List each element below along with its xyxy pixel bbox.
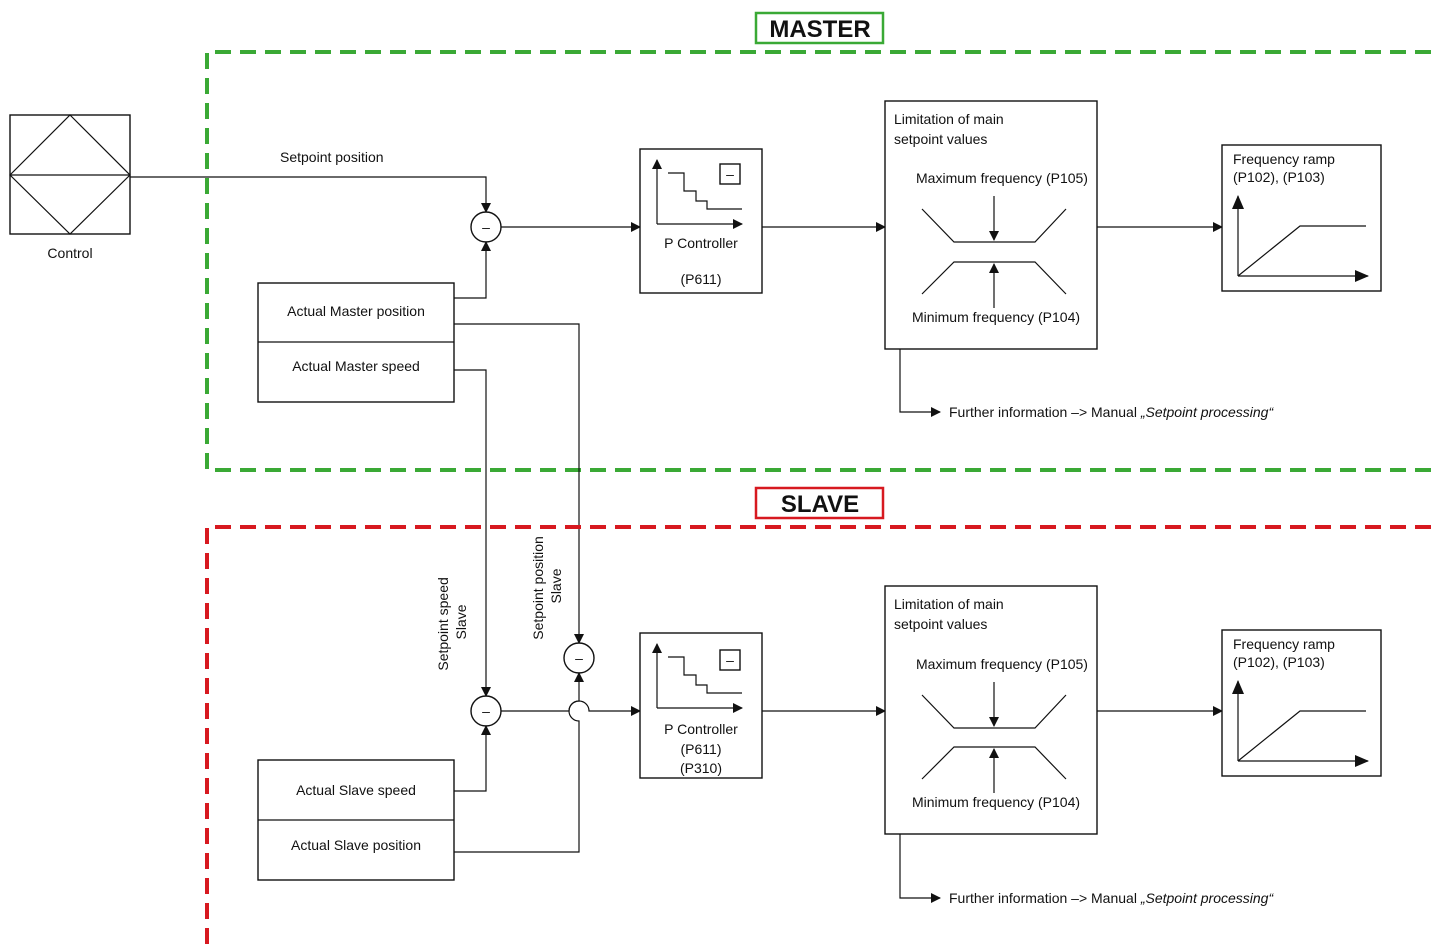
master-dashed-frame <box>205 50 1431 472</box>
slave-further-info: Further information –> Manual „Setpoint … <box>949 890 1274 906</box>
actual-slave-block: Actual Slave speed Actual Slave position <box>257 759 455 881</box>
svg-text:–: – <box>575 650 583 666</box>
svg-text:Limitation of main: Limitation of main <box>894 596 1004 612</box>
master-further-info-line <box>899 349 941 417</box>
slave-section: SLAVE Setpoint speed Slave Setpoint posi… <box>205 486 1431 945</box>
actual-master-position: Actual Master position <box>287 303 425 319</box>
master-limitation-block: Limitation of main setpoint values Maxim… <box>884 100 1098 350</box>
slave-further-info-line <box>899 834 941 903</box>
master-max-frequency: Maximum frequency (P105) <box>916 170 1088 186</box>
setpoint-position-slave-label: Setpoint position Slave <box>530 532 564 639</box>
svg-text:(P102), (P103): (P102), (P103) <box>1233 654 1325 670</box>
slave-position-summing-junction: – <box>563 642 595 674</box>
slave-title-box <box>754 486 885 520</box>
master-title: MASTER <box>769 16 870 43</box>
master-min-frequency: Minimum frequency (P104) <box>912 309 1080 325</box>
slave-max-frequency: Maximum frequency (P105) <box>916 656 1088 672</box>
master-section: MASTER Control Setpoint position – Actua… <box>9 11 1431 472</box>
master-summing-junction: – <box>470 211 502 243</box>
master-position-feedback <box>454 241 491 299</box>
slave-limitation-block: Limitation of main setpoint values Maxim… <box>884 585 1098 835</box>
master-position-to-slave-line <box>454 323 584 644</box>
control-label: Control <box>47 245 92 261</box>
svg-text:(P102), (P103): (P102), (P103) <box>1233 169 1325 185</box>
slave-controller-mode-icon: – <box>726 652 734 668</box>
master-controller-name: P Controller <box>664 235 738 251</box>
actual-master-block: Actual Master position Actual Master spe… <box>257 282 455 403</box>
svg-text:Limitation of main: Limitation of main <box>894 111 1004 127</box>
master-controller-mode-icon: – <box>726 166 734 182</box>
slave-speed-feedback <box>454 725 491 792</box>
svg-text:Frequency ramp: Frequency ramp <box>1233 636 1335 652</box>
setpoint-position-line <box>130 176 491 213</box>
setpoint-position-label: Setpoint position <box>280 149 384 165</box>
svg-text:setpoint values: setpoint values <box>894 616 987 632</box>
svg-text:Frequency ramp: Frequency ramp <box>1233 151 1335 167</box>
master-p-controller: – P Controller (P611) <box>639 148 763 294</box>
master-title-box <box>754 11 885 45</box>
slave-controller-param-2: (P310) <box>680 760 722 776</box>
slave-position-feedback <box>454 672 584 853</box>
slave-controller-name: P Controller <box>664 721 738 737</box>
actual-slave-speed: Actual Slave speed <box>296 782 416 798</box>
slave-speed-summing-junction: – <box>470 695 502 727</box>
slave-controller-param-1: (P611) <box>681 741 722 757</box>
actual-master-speed: Actual Master speed <box>292 358 420 374</box>
slave-ramp-block: Frequency ramp (P102), (P103) <box>1221 629 1382 777</box>
slave-min-frequency: Minimum frequency (P104) <box>912 794 1080 810</box>
control-block: Control <box>9 114 131 261</box>
slave-title: SLAVE <box>781 491 859 518</box>
svg-text:setpoint values: setpoint values <box>894 131 987 147</box>
svg-text:–: – <box>482 703 490 719</box>
master-speed-to-slave-line <box>454 369 491 697</box>
master-controller-param-1: (P611) <box>681 271 722 287</box>
slave-p-controller: – P Controller (P611) (P310) <box>639 632 763 779</box>
svg-text:–: – <box>482 219 490 235</box>
master-ramp-block: Frequency ramp (P102), (P103) <box>1221 144 1382 292</box>
setpoint-speed-slave-label: Setpoint speed Slave <box>435 573 469 670</box>
actual-slave-position: Actual Slave position <box>291 837 421 853</box>
master-further-info: Further information –> Manual „Setpoint … <box>949 404 1274 420</box>
slave-dashed-frame <box>205 525 1431 945</box>
